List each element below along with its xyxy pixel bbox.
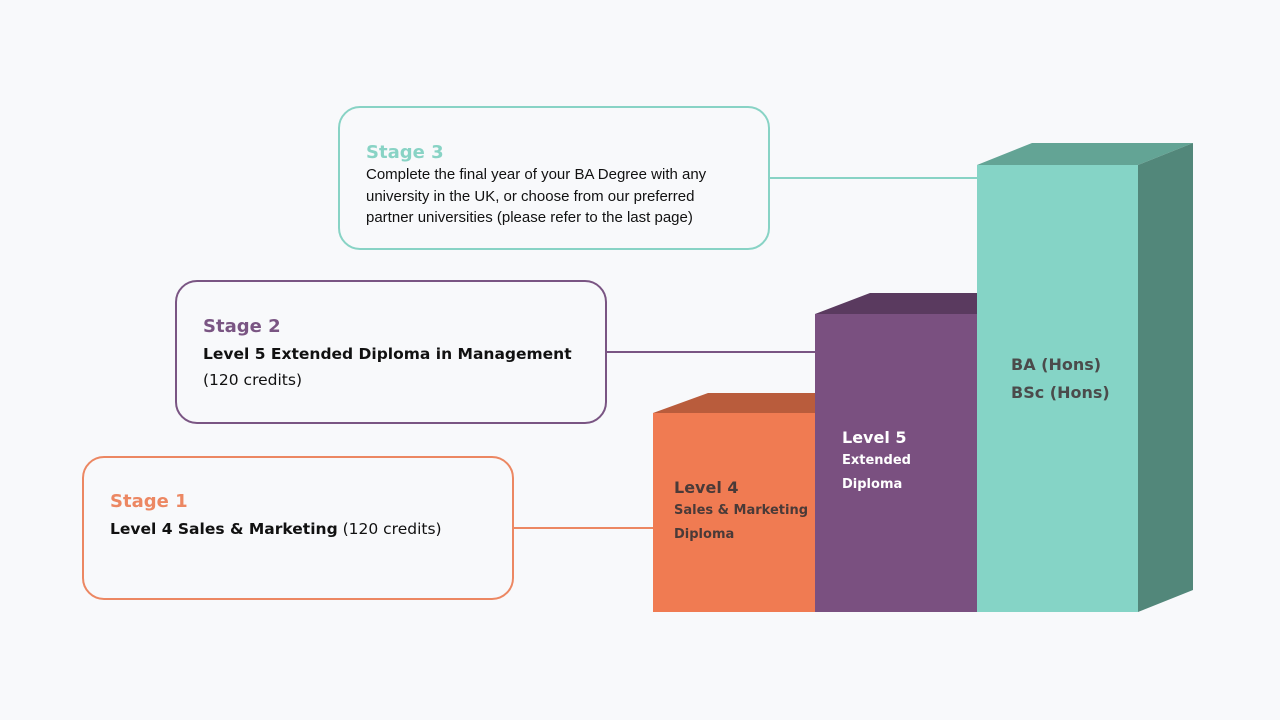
stage2-qualification: Level 5 Extended Diploma in Management <box>203 345 572 363</box>
stage3-line-3: partner universities (please refer to th… <box>366 209 693 226</box>
degree-bar-front <box>977 165 1138 612</box>
stage1-title: Stage 1 <box>110 491 188 512</box>
level5-bar-label: Level 5 Extended Diploma <box>842 428 911 497</box>
level5-bar-front <box>815 314 977 612</box>
degree-bar-top <box>977 143 1193 165</box>
stage1-description: Level 4 Sales & Marketing (120 credits) <box>110 520 486 538</box>
degree-line-1: BA (Hons) <box>1011 355 1102 374</box>
stage3-title: Stage 3 <box>366 142 444 163</box>
level5-title: Level 5 <box>842 428 907 447</box>
level4-sub-1: Sales & Marketing <box>674 503 808 518</box>
level4-bar-label: Level 4 Sales & Marketing Diploma <box>674 478 808 547</box>
degree-bar-side <box>1138 143 1193 612</box>
stage2-title: Stage 2 <box>203 316 281 337</box>
level5-sub-2: Diploma <box>842 477 903 492</box>
level4-bar-top <box>653 393 815 413</box>
degree-line-2: BSc (Hons) <box>1011 383 1110 402</box>
stage2-credits: (120 credits) <box>203 371 302 389</box>
level4-title: Level 4 <box>674 478 739 497</box>
level4-bar-front <box>653 413 815 612</box>
degree-bar-label: BA (Hons) BSc (Hons) <box>1011 351 1110 407</box>
level4-sub-2: Diploma <box>674 527 735 542</box>
stage3-line-1: Complete the final year of your BA Degre… <box>366 166 707 183</box>
stage3-line-2: university in the UK, or choose from our… <box>366 187 695 205</box>
level5-sub-1: Extended <box>842 453 911 468</box>
level5-bar-top <box>815 293 977 314</box>
stage3-box: Stage 3 Complete the final year of your … <box>338 106 770 250</box>
stage1-box: Stage 1 Level 4 Sales & Marketing (120 c… <box>82 456 514 600</box>
stage1-credits: (120 credits) <box>337 520 442 538</box>
stage1-qualification: Level 4 Sales & Marketing <box>110 520 338 538</box>
stage2-box: Stage 2 Level 5 Extended Diploma in Mana… <box>175 280 607 424</box>
